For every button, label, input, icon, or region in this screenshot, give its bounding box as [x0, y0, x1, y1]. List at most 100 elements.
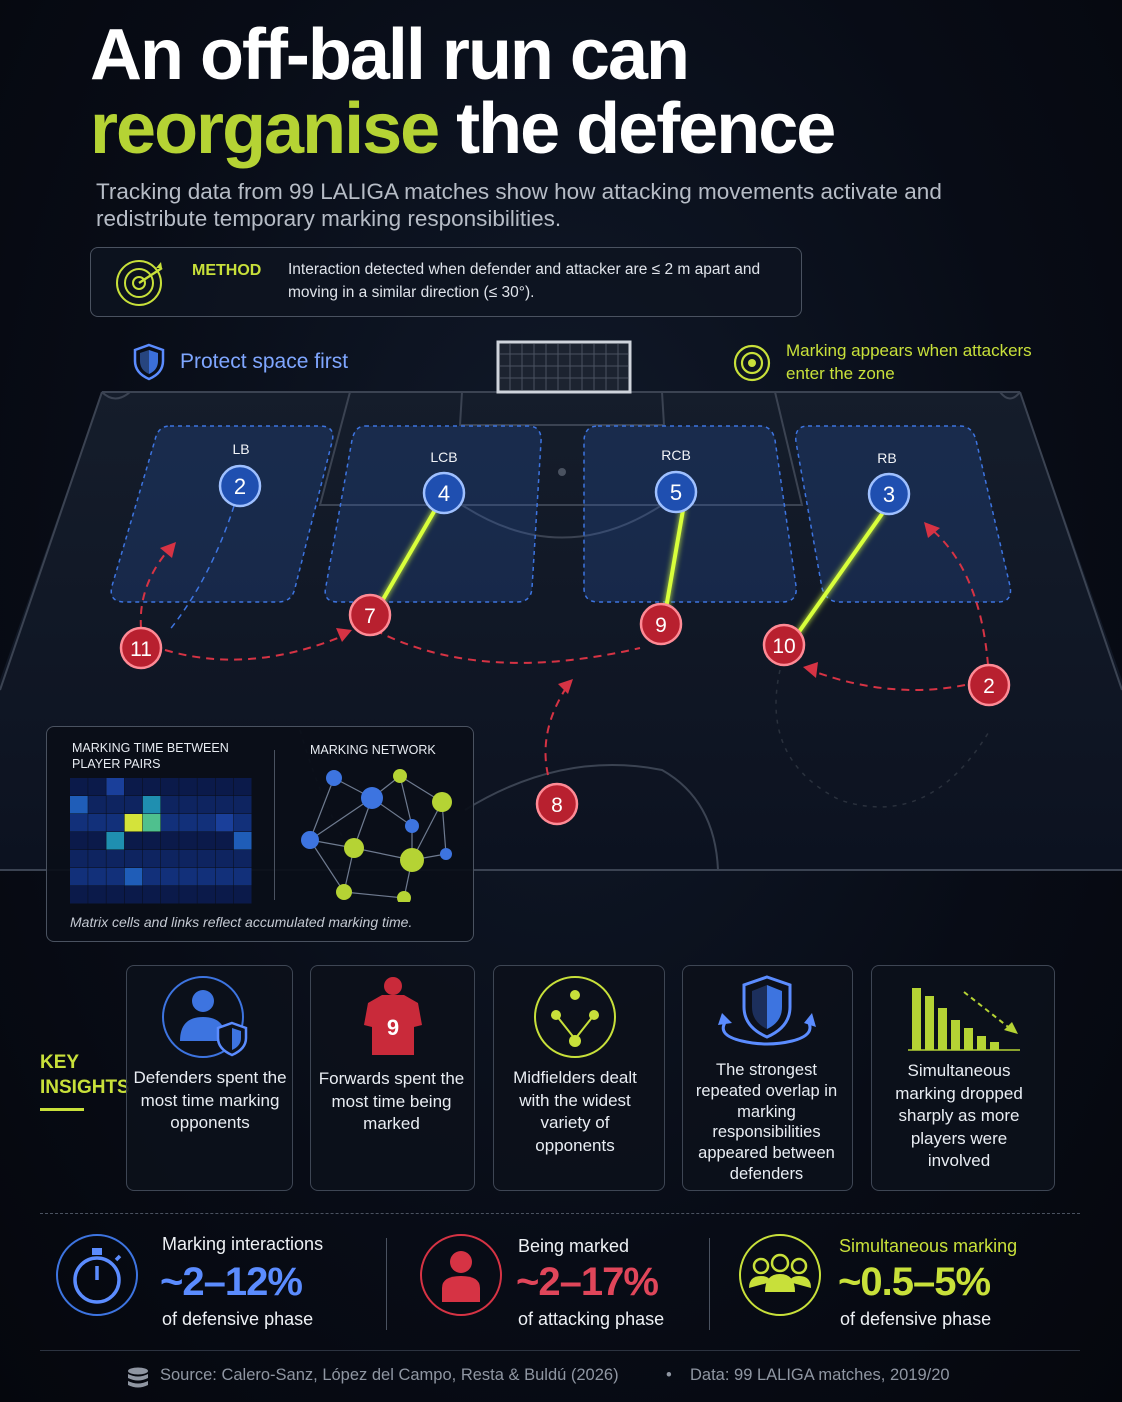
matrix-cell — [106, 796, 125, 814]
stat-value-being-marked: ~2–17% — [516, 1260, 659, 1304]
marking-note: Marking appears when attackers enter the… — [786, 341, 1032, 383]
group-icon — [739, 1234, 821, 1316]
attacker-7: 7 — [348, 593, 392, 637]
run-7-to-9 — [374, 629, 641, 664]
zone-target-icon — [733, 344, 771, 382]
matrix-cell — [179, 778, 197, 796]
matrix-cell — [161, 796, 179, 814]
matrix-cell — [88, 886, 106, 904]
matrix-cell — [70, 886, 88, 904]
zone-rcb — [583, 425, 797, 603]
page-title: An off-ball run can reorganise the defen… — [90, 15, 836, 169]
stat-label-being-marked: Being marked — [518, 1236, 630, 1256]
matrix-cell — [197, 796, 216, 814]
insight-text-simultaneous: Simultaneous marking dropped sharply as … — [895, 1061, 1023, 1170]
attacker-10-number: 10 — [772, 635, 795, 658]
method-text: Interaction detected when defender and a… — [288, 261, 761, 301]
title-line-2: reorganise the defence — [90, 89, 836, 169]
defender-shield-icon — [162, 976, 248, 1058]
defender-rcb: 5 — [654, 470, 698, 514]
matrix-cell — [215, 796, 234, 814]
source-text: Source: Calero-Sanz, López del Campo, Re… — [160, 1366, 619, 1384]
matrix-title: MARKING TIME BETWEEN PLAYER PAIRS — [72, 741, 229, 771]
matrix-cell — [233, 796, 252, 814]
matrix-cell — [106, 778, 125, 796]
title-line-2-rest: the defence — [438, 89, 836, 169]
label-rb: RB — [877, 450, 896, 466]
zone-rb — [795, 425, 1012, 603]
attacker-2-number: 2 — [983, 675, 995, 698]
matrix-cell — [215, 868, 234, 886]
matrix-cell — [179, 832, 197, 850]
stat-sub-marking: of defensive phase — [162, 1309, 314, 1329]
run-11-arrow — [139, 547, 171, 629]
matrix-cell — [161, 778, 179, 796]
panel-caption: Matrix cells and links reflect accumulat… — [70, 914, 413, 930]
run-11-to-7 — [164, 634, 346, 661]
matrix-cell — [124, 850, 143, 868]
matrix-cell — [179, 868, 197, 886]
run-2-to-10 — [809, 669, 966, 691]
matrix-cell — [142, 850, 161, 868]
matrix-cell — [161, 814, 179, 832]
panel-divider — [274, 750, 275, 900]
zone-lb — [110, 425, 334, 603]
matrix-cell — [215, 886, 234, 904]
matrix-cell — [88, 832, 106, 850]
source-data: Data: 99 LALIGA matches, 2019/20 — [690, 1366, 950, 1384]
stat-value-simultaneous: ~0.5–5% — [838, 1260, 991, 1304]
stat-label-marking: Marking interactions — [162, 1234, 324, 1254]
label-lcb: LCB — [430, 449, 457, 465]
jersey-number: 9 — [387, 1015, 399, 1040]
attacker-2: 2 — [967, 663, 1011, 707]
method-box — [90, 247, 802, 317]
matrix-cell — [197, 886, 216, 904]
matrix-cell — [215, 850, 234, 868]
network-nodes-icon — [534, 976, 616, 1058]
matrix-cell — [233, 886, 252, 904]
matrix-cell — [161, 886, 179, 904]
matrix-cell — [233, 850, 252, 868]
shield-orbit-icon — [718, 975, 816, 1046]
database-icon — [128, 1367, 148, 1388]
matrix-cell — [70, 778, 88, 796]
matrix-cell — [106, 886, 125, 904]
label-rcb: RCB — [661, 447, 691, 463]
matrix-cell — [106, 832, 125, 850]
title-line-1: An off-ball run can — [90, 15, 690, 95]
subtitle: Tracking data from 99 LALIGA matches sho… — [96, 179, 942, 231]
forward-jersey-icon: 9 — [364, 977, 422, 1055]
matrix-cell — [197, 832, 216, 850]
matrix-cell — [70, 796, 88, 814]
matrix-cell — [88, 850, 106, 868]
shield-icon — [133, 343, 165, 381]
matrix-cell — [233, 832, 252, 850]
matrix-cell — [161, 868, 179, 886]
stat-sub-being-marked: of attacking phase — [518, 1309, 665, 1329]
run-2-arrow — [929, 527, 989, 666]
defender-rb: 3 — [867, 472, 911, 516]
penalty-box — [318, 391, 804, 506]
matrix-cell — [233, 814, 252, 832]
attacker-8: 8 — [535, 782, 579, 826]
matrix-cell — [124, 814, 143, 832]
attacker-8-number: 8 — [551, 794, 563, 817]
key-insights-label: KEY INSIGHTS — [40, 1050, 130, 1100]
link-3-10 — [794, 512, 884, 638]
matrix-cell — [70, 814, 88, 832]
marking-matrix — [70, 778, 252, 904]
insight-text-forwards: Forwards spent the most time being marke… — [318, 1069, 465, 1133]
matrix-cell — [197, 778, 216, 796]
matrix-cell — [124, 886, 143, 904]
protect-space-label: Protect space first — [180, 350, 349, 373]
matrix-cell — [179, 796, 197, 814]
stat-label-simultaneous: Simultaneous marking — [839, 1236, 1018, 1256]
attacker-10: 10 — [762, 623, 806, 667]
attacker-11-number: 11 — [130, 638, 152, 661]
key-insights-underline — [40, 1108, 84, 1111]
source-separator: • — [666, 1366, 672, 1384]
lb-tracking-path — [167, 505, 235, 633]
matrix-cell — [215, 832, 234, 850]
run-8 — [544, 684, 569, 776]
matrix-cell — [233, 868, 252, 886]
